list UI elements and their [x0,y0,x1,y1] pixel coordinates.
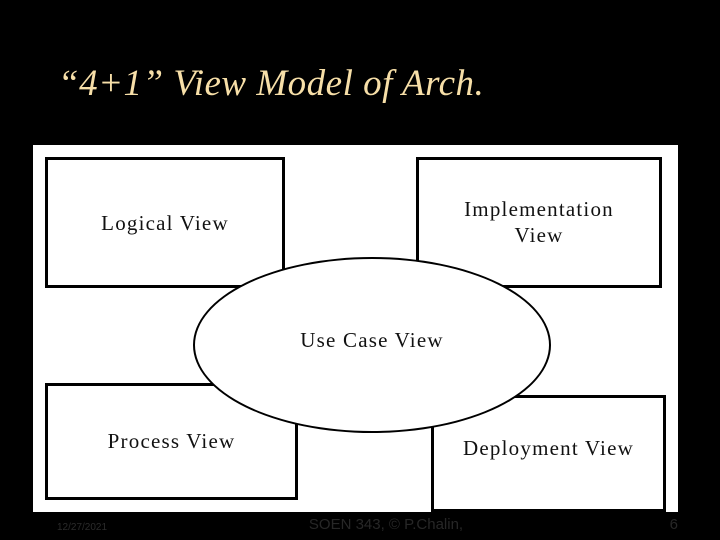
node-logical-view[interactable]: Logical View [45,157,285,288]
diagram-panel: Logical View Implementation View Process… [33,145,678,512]
footer-date: 12/27/2021 [57,522,108,533]
node-deployment-view-label: Deployment View [463,436,634,460]
node-deployment-view[interactable]: Deployment View [431,395,666,512]
node-use-case-view-label: Use Case View [300,328,444,352]
page-title: “4+1” View Model of Arch. [58,63,485,104]
footer-page-number: 6 [669,516,678,533]
node-logical-view-label: Logical View [101,211,229,235]
node-implementation-view[interactable]: Implementation View [416,157,662,288]
node-implementation-view-label-line2: View [514,223,564,247]
node-implementation-view-label: Implementation View [419,196,659,248]
node-use-case-view[interactable]: Use Case View [193,257,551,433]
footer-course-copyright: SOEN 343, © P.Chalin, [308,516,464,533]
node-implementation-view-label-line1: Implementation [464,197,614,221]
node-process-view-label: Process View [107,429,236,453]
slide-footer: 12/27/2021 SOEN 343, © P.Chalin, 6 [0,512,720,540]
